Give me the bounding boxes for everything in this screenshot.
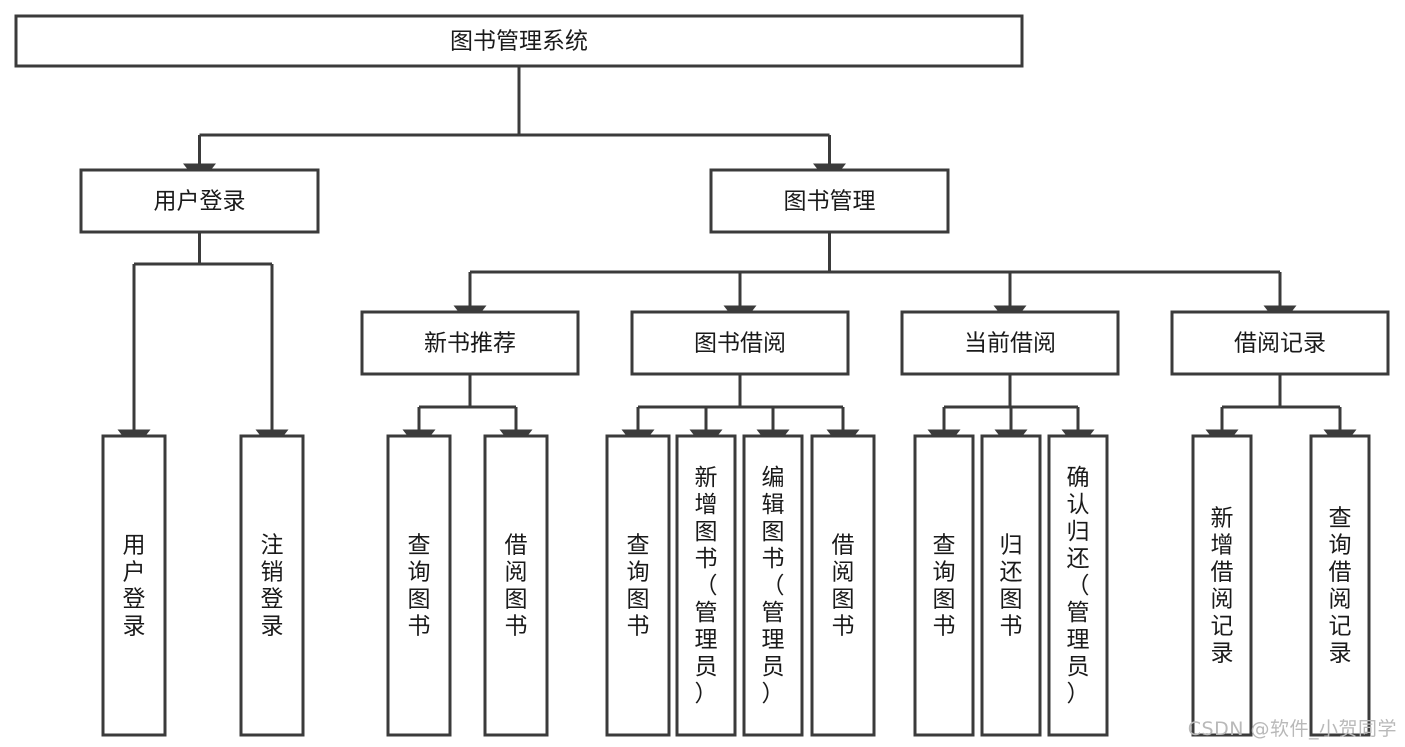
node-leaf-11: 新增借阅记录 bbox=[1191, 434, 1253, 737]
node-label: 新增借阅记录 bbox=[1211, 506, 1234, 667]
node-leaf-1: 注销登录 bbox=[239, 434, 305, 737]
node-label: 查询图书 bbox=[627, 533, 650, 640]
node-label: 新增图书（管理员） bbox=[695, 465, 718, 707]
node-leaf-2: 查询图书 bbox=[386, 434, 452, 737]
node-leaf-7: 借阅图书 bbox=[810, 434, 876, 737]
node-label: 注销登录 bbox=[261, 533, 284, 640]
node-label: 查询图书 bbox=[408, 533, 431, 640]
node-label: 用户登录 bbox=[123, 533, 146, 640]
node-label: 借阅记录 bbox=[1234, 331, 1326, 357]
node-label: 新书推荐 bbox=[424, 331, 516, 357]
node-label: 编辑图书（管理员） bbox=[762, 465, 785, 707]
node-label: 当前借阅 bbox=[964, 331, 1056, 357]
node-leaf-9: 归还图书 bbox=[980, 434, 1042, 737]
node-leaf-3: 借阅图书 bbox=[483, 434, 549, 737]
node-label: 借阅图书 bbox=[832, 533, 855, 640]
node-label: 确认归还（管理员） bbox=[1067, 465, 1090, 707]
node-level3-2: 当前借阅 bbox=[900, 310, 1120, 376]
node-level3-1: 图书借阅 bbox=[630, 310, 850, 376]
node-level3-0: 新书推荐 bbox=[360, 310, 580, 376]
node-leaf-0: 用户登录 bbox=[101, 434, 167, 737]
node-boxes: 图书管理系统用户登录图书管理新书推荐图书借阅当前借阅借阅记录用户登录注销登录查询… bbox=[14, 14, 1390, 737]
node-level3-3: 借阅记录 bbox=[1170, 310, 1390, 376]
node-leaf-5: 新增图书（管理员） bbox=[675, 434, 737, 737]
node-leaf-8: 查询图书 bbox=[913, 434, 975, 737]
node-leaf-12: 查询借阅记录 bbox=[1309, 434, 1371, 737]
node-label: 图书借阅 bbox=[694, 331, 786, 357]
connector-lines bbox=[117, 66, 1357, 451]
node-label: 图书管理系统 bbox=[450, 29, 588, 55]
node-leaf-6: 编辑图书（管理员） bbox=[742, 434, 804, 737]
node-label: 用户登录 bbox=[154, 189, 246, 215]
node-label: 查询图书 bbox=[933, 533, 956, 640]
node-leaf-4: 查询图书 bbox=[605, 434, 671, 737]
node-label: 归还图书 bbox=[1000, 533, 1023, 640]
node-label: 图书管理 bbox=[784, 189, 876, 215]
node-leaf-10: 确认归还（管理员） bbox=[1047, 434, 1109, 737]
node-level2-0: 用户登录 bbox=[79, 168, 320, 234]
node-level2-1: 图书管理 bbox=[709, 168, 950, 234]
node-label: 查询借阅记录 bbox=[1329, 506, 1352, 667]
node-root-0: 图书管理系统 bbox=[14, 14, 1024, 68]
node-label: 借阅图书 bbox=[505, 533, 528, 640]
